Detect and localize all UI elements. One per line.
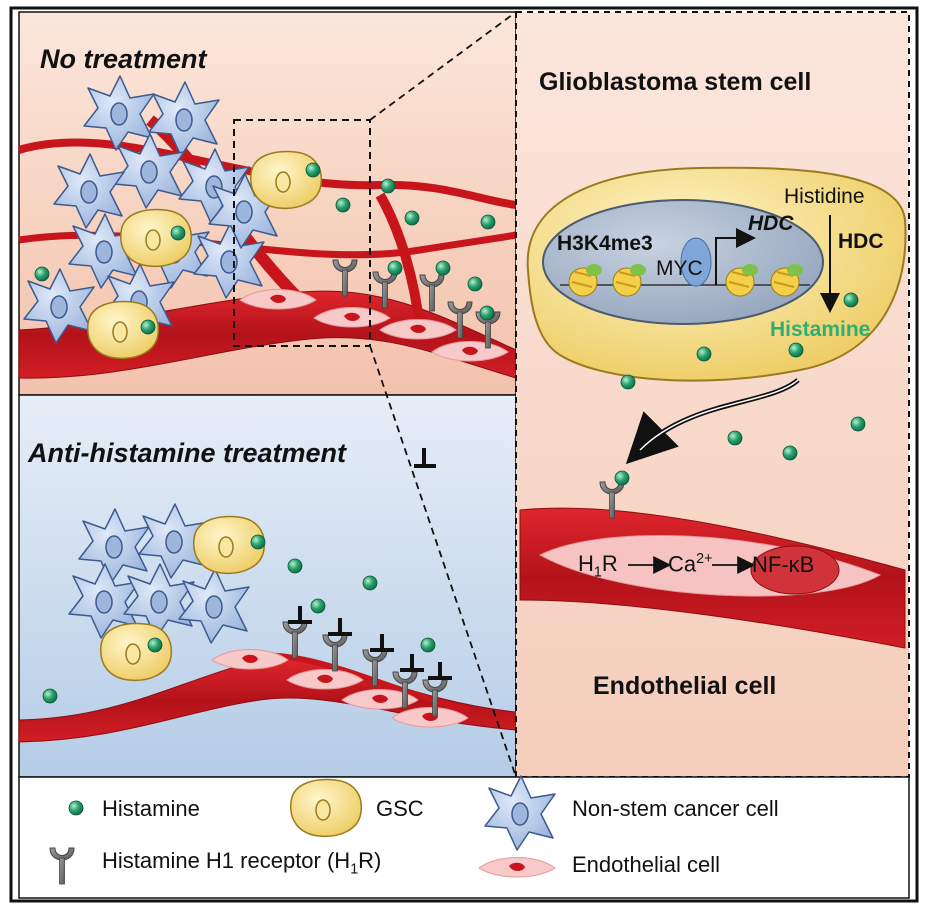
label-hdc-gene: HDC [748,212,794,235]
title-no-treatment: No treatment [40,44,207,74]
label-hdc-enzyme: HDC [838,230,884,253]
legend-box [18,775,910,899]
panel-detail [369,11,910,778]
legend-histamine-label: Histamine [102,796,200,821]
legend-histamine-icon [68,800,84,816]
label-histidine: Histidine [784,185,865,208]
legend-receptor-label: Histamine H1 receptor (H1R) [102,848,382,878]
myc-factor [680,237,712,287]
label-myc: MYC [656,257,703,280]
legend-gsc-icon [289,778,363,838]
transcription-arrow [715,228,756,285]
title-gsc: Glioblastoma stem cell [539,68,812,96]
label-calcium: Ca2+ [668,551,713,577]
label-nfkb: NF-κB [752,552,815,577]
legend-gsc-label: GSC [376,796,424,821]
antihistamine-symbol [414,448,436,468]
panel-no-treatment [17,11,517,396]
outer-frame [9,6,919,903]
legend-non-stem-label: Non-stem cancer cell [572,796,779,821]
label-h3k4me3: H3K4me3 [557,232,653,255]
title-anti-histamine: Anti-histamine treatment [28,438,347,468]
panel-anti-histamine [18,394,517,778]
label-h1r: H1R [578,551,618,581]
label-histamine: Histamine [770,318,871,341]
nucleosomes [568,264,803,297]
title-endothelial: Endothelial cell [593,672,777,700]
legend-endothelial-label: Endothelial cell [572,852,720,877]
